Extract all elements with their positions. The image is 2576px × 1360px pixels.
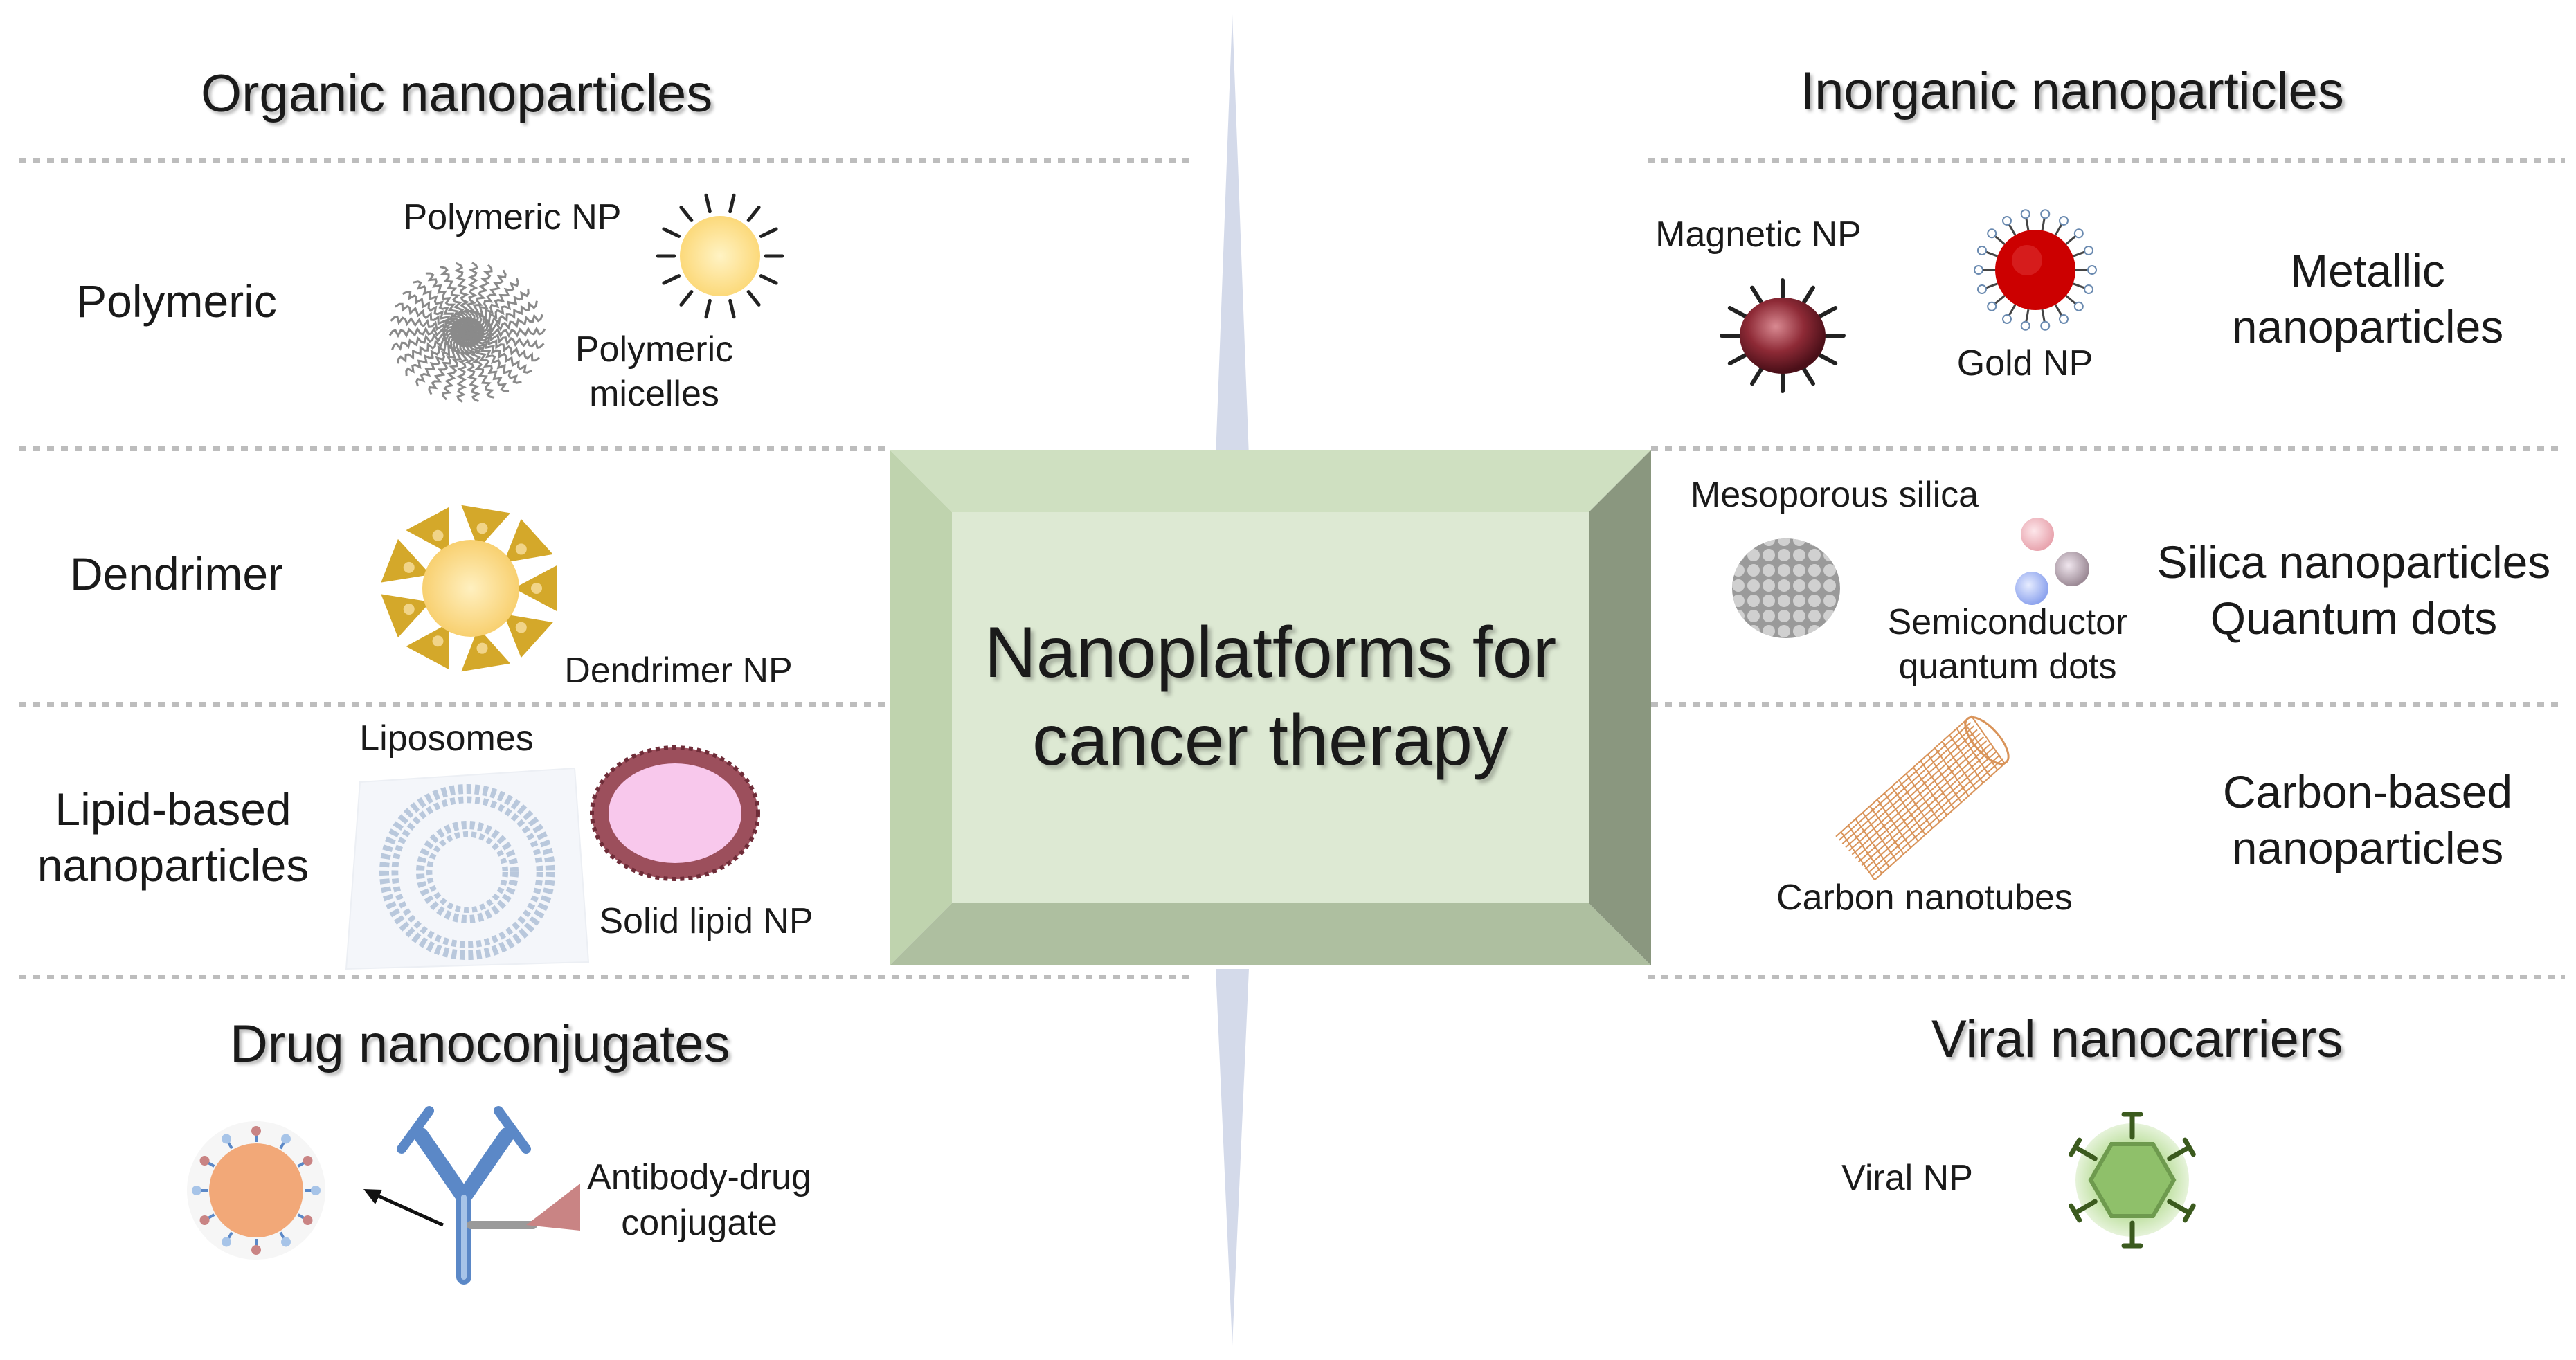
liposome-icon bbox=[345, 767, 590, 970]
carbon-nanotube-icon bbox=[1835, 715, 2010, 881]
label-gold-np: Gold NP bbox=[1956, 343, 2093, 383]
magnetic-np-icon bbox=[1720, 278, 1846, 393]
dendrimer-icon bbox=[381, 505, 557, 672]
label-solid-lipid-np: Solid lipid NP bbox=[599, 901, 813, 941]
label-magnetic-np: Magnetic NP bbox=[1655, 215, 1862, 255]
heading-viral-nanocarriers: Viral nanocarriers bbox=[1931, 1010, 2343, 1069]
center-title-line1: Nanoplatforms for bbox=[984, 613, 1557, 693]
antibody-drug-conjugate-icon bbox=[363, 1106, 580, 1285]
category-metallic-line1: Metallic bbox=[2290, 245, 2445, 296]
label-semiconductor-line2: quantum dots bbox=[1898, 646, 2117, 687]
label-adc-line2: conjugate bbox=[621, 1203, 777, 1243]
quantum-dots-icon bbox=[2015, 518, 2089, 605]
heading-drug-nanoconjugates: Drug nanoconjugates bbox=[230, 1015, 730, 1073]
category-carbon-line2: nanoparticles bbox=[2231, 822, 2504, 873]
gold-np-icon bbox=[1974, 209, 2097, 331]
category-polymeric: Polymeric bbox=[76, 275, 277, 327]
category-lipid-line1: Lipid-based bbox=[55, 783, 291, 835]
label-mesoporous-silica: Mesoporous silica bbox=[1690, 475, 1979, 515]
viral-np-icon bbox=[2069, 1112, 2196, 1249]
label-semiconductor-line1: Semiconductor bbox=[1887, 602, 2128, 642]
label-polymeric-micelles-line1: Polymeric bbox=[575, 329, 734, 370]
category-carbon-line1: Carbon-based bbox=[2222, 766, 2513, 817]
label-dendrimer-np: Dendrimer NP bbox=[564, 651, 793, 691]
label-adc-line1: Antibody-drug bbox=[587, 1157, 811, 1197]
heading-inorganic-nanoparticles: Inorganic nanoparticles bbox=[1800, 62, 2344, 120]
label-carbon-nanotubes: Carbon nanotubes bbox=[1776, 878, 2073, 918]
polymeric-micelle-icon bbox=[656, 193, 784, 319]
drug-nanoconjugate-icon bbox=[187, 1121, 325, 1260]
category-silica-line1: Silica nanoparticles bbox=[2156, 536, 2551, 588]
heading-organic-nanoparticles: Organic nanoparticles bbox=[201, 64, 713, 123]
vertical-spike-bottom bbox=[1216, 969, 1249, 1346]
center-title-line2: cancer therapy bbox=[1032, 700, 1508, 781]
polymer-coil-icon bbox=[388, 262, 546, 403]
category-lipid-line2: nanoparticles bbox=[37, 840, 309, 891]
mesoporous-silica-icon bbox=[1732, 538, 1840, 638]
category-metallic-line2: nanoparticles bbox=[2231, 301, 2504, 352]
label-viral-np: Viral NP bbox=[1841, 1158, 1973, 1198]
category-silica-line2: Quantum dots bbox=[2210, 592, 2498, 644]
category-dendrimer: Dendrimer bbox=[69, 548, 284, 599]
center-box bbox=[890, 450, 1651, 965]
vertical-spike-top bbox=[1216, 14, 1249, 457]
label-liposomes: Liposomes bbox=[359, 718, 534, 759]
solid-lipid-np-icon bbox=[590, 745, 760, 881]
label-polymeric-np: Polymeric NP bbox=[403, 197, 622, 237]
label-polymeric-micelles-line2: micelles bbox=[589, 374, 719, 414]
